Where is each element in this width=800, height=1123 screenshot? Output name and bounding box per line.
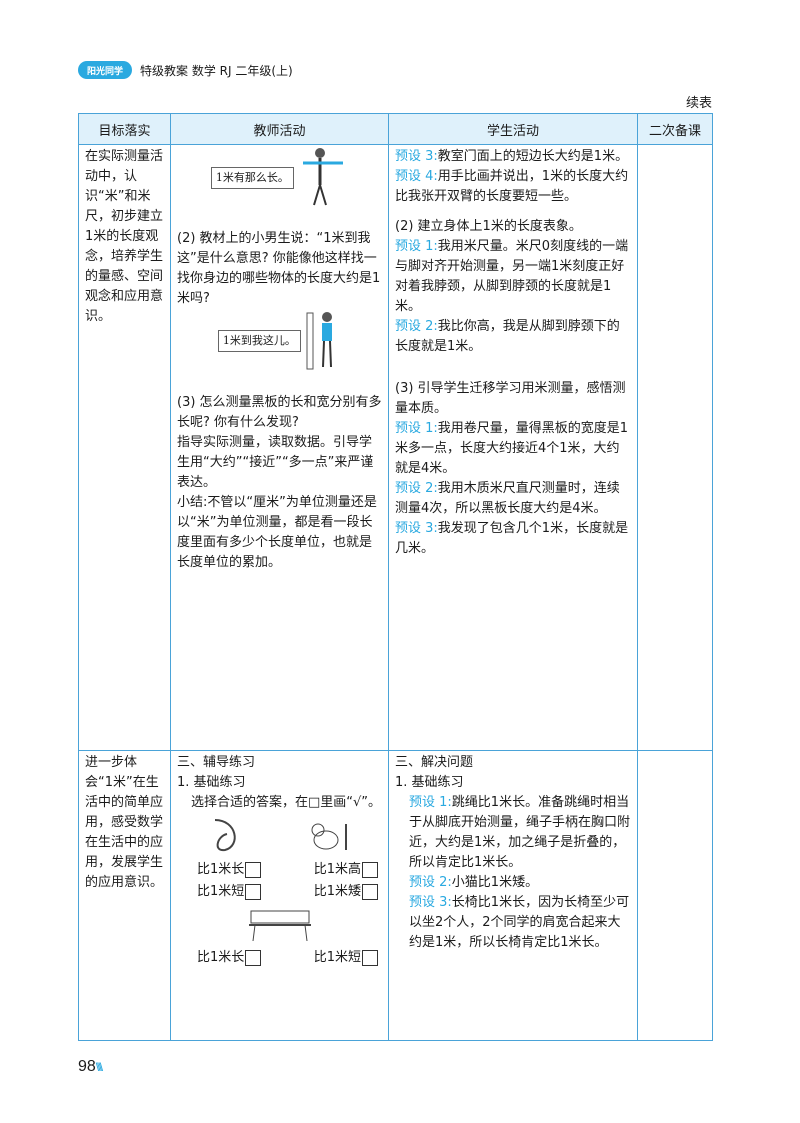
subsection-title: 1. 基础练习 <box>395 775 464 790</box>
table-row: 在实际测量活动中，认识“米”和米尺，初步建立1米的长度观念，培养学生的量感、空间… <box>78 144 713 751</box>
subsection-title: 1. 基础练习 <box>177 775 246 790</box>
option-label: 比1米短 <box>197 884 245 899</box>
option-label: 比1米矮 <box>313 884 361 899</box>
student-activity: 三、解决问题 1. 基础练习 预设 1:跳绳比1米长。准备跳绳时相当于从脚底开始… <box>389 751 637 955</box>
header-notes: 二次备课 <box>637 113 713 145</box>
table-header-row: 目标落实 教师活动 学生活动 二次备课 <box>78 113 713 145</box>
preset-tag: 预设 3: <box>395 149 438 164</box>
preset-tag: 预设 2: <box>395 481 438 496</box>
teacher-question-3: (3) 怎么测量黑板的长和宽分别有多长呢? 你有什么发现? <box>177 395 382 430</box>
preset-tag: 预设 2: <box>395 319 438 334</box>
option-label: 比1米长 <box>197 862 245 877</box>
bench-icon <box>248 910 311 942</box>
student-step-3: (3) 引导学生迁移学习用米测量，感悟测量本质。 <box>395 381 626 416</box>
preset-text: 教室门面上的短边长大约是1米。 <box>437 149 629 164</box>
page-footer: 98\\\\ <box>78 1058 103 1076</box>
teacher-activity: 1米有那么长。 (2) 教材上的小男生说：“1米到我这”是什么意思? 你能像他这… <box>171 145 388 575</box>
book-title: 特级教案 数学 RJ 二年级(上) <box>140 63 293 78</box>
cat-icon <box>311 823 347 850</box>
option-label: 比1米短 <box>313 950 361 965</box>
lesson-table: 目标落实 教师活动 学生活动 二次备课 在实际测量活动中，认识“米”和米尺，初步… <box>78 113 713 1041</box>
preset-text: 用手比画并说出，1米的长度大约比我张开双臂的长度要短一些。 <box>395 169 629 204</box>
option-label: 比1米高 <box>313 862 361 877</box>
continued-label: 续表 <box>685 96 712 111</box>
answer-checkbox[interactable] <box>245 861 262 878</box>
figure-caption-2: 1米到我这儿。 <box>217 329 301 352</box>
preset-tag: 预设 1: <box>409 795 452 810</box>
preset-text: 我用木质米尺直尺测量时，连续测量4次，所以黑板长度大约是4米。 <box>395 481 620 516</box>
preset-tag: 预设 3: <box>409 895 452 910</box>
answer-checkbox[interactable] <box>362 949 378 966</box>
preset-tag: 预设 1: <box>395 421 438 436</box>
student-activity: 预设 3:教室门面上的短边长大约是1米。 预设 4:用手比画并说出，1米的长度大… <box>389 145 637 561</box>
teacher-activity: 三、辅导练习 1. 基础练习 选择合适的答案，在□里画“√”。 比1米长 比1米高… <box>171 751 388 971</box>
preset-tag: 预设 2: <box>409 875 452 890</box>
answer-checkbox[interactable] <box>245 949 262 966</box>
page-number: 98 <box>78 1058 96 1075</box>
preset-text: 我比你高，我是从脚到脖颈下的长度就是1米。 <box>395 319 620 354</box>
preset-tag: 预设 1: <box>395 239 438 254</box>
option-label: 比1米长 <box>197 950 245 965</box>
page-header: 阳光同学 特级教案 数学 RJ 二年级(上) <box>78 60 293 80</box>
teacher-summary: 小结:不管以“厘米”为单位测量还是以“米”为单位测量，都是看一段长度里面有多少个… <box>177 495 377 570</box>
boy-with-meter-stick-icon <box>303 148 344 206</box>
preset-text: 我用米尺量。米尺0刻度线的一端与脚对齐开始测量，另一端1米刻度正好对着我脖颈，从… <box>395 239 629 314</box>
answer-checkbox[interactable] <box>362 883 378 900</box>
goal-text: 进一步体会“1米”在生活中的简单应用，感受数学在生活中的应用，发展学生的应用意识… <box>85 755 164 890</box>
answer-checkbox[interactable] <box>362 861 378 878</box>
notes-cell[interactable] <box>637 750 713 1041</box>
preset-text: 我发现了包含几个1米，长度就是几米。 <box>395 521 629 556</box>
header-student: 学生活动 <box>388 113 638 145</box>
header-goal: 目标落实 <box>78 113 171 145</box>
table-row: 进一步体会“1米”在生活中的简单应用，感受数学在生活中的应用，发展学生的应用意识… <box>78 750 713 1041</box>
decor-ticks-icon: \\\\ <box>95 1060 103 1074</box>
student-step-2: (2) 建立身体上1米的长度表象。 <box>395 219 582 234</box>
teacher-question-2: (2) 教材上的小男生说：“1米到我这”是什么意思? 你能像他这样找一找你身边的… <box>177 231 381 306</box>
exercise-instruction: 选择合适的答案，在□里画“√”。 <box>191 795 382 810</box>
header-teacher: 教师活动 <box>170 113 389 145</box>
boy-with-ruler-icon <box>306 312 333 370</box>
section-title: 三、辅导练习 <box>177 755 256 770</box>
jump-rope-icon <box>215 819 236 852</box>
brand-logo: 阳光同学 <box>78 61 132 79</box>
preset-tag: 预设 3: <box>395 521 438 536</box>
section-title: 三、解决问题 <box>395 755 474 770</box>
preset-text: 小猫比1米矮。 <box>451 875 539 890</box>
preset-text: 长椅比1米长，因为长椅至少可以坐2个人，2个同学的肩宽合起来大约是1米，所以长椅… <box>409 895 630 950</box>
preset-text: 我用卷尺量，量得黑板的宽度是1米多一点，长度大约接近4个1米，大约就是4米。 <box>395 421 629 476</box>
notes-cell[interactable] <box>637 144 713 751</box>
preset-tag: 预设 4: <box>395 169 438 184</box>
answer-checkbox[interactable] <box>245 883 262 900</box>
teacher-guidance: 指导实际测量，读取数据。引导学生用“大约”“接近”“多一点”来严谨表达。 <box>177 435 374 490</box>
goal-text: 在实际测量活动中，认识“米”和米尺，初步建立1米的长度观念，培养学生的量感、空间… <box>85 149 164 324</box>
figure-caption-1: 1米有那么长。 <box>210 166 294 189</box>
preset-text: 跳绳比1米长。准备跳绳时相当于从脚底开始测量，绳子手柄在胸口附近，大约是1米，加… <box>409 795 631 870</box>
